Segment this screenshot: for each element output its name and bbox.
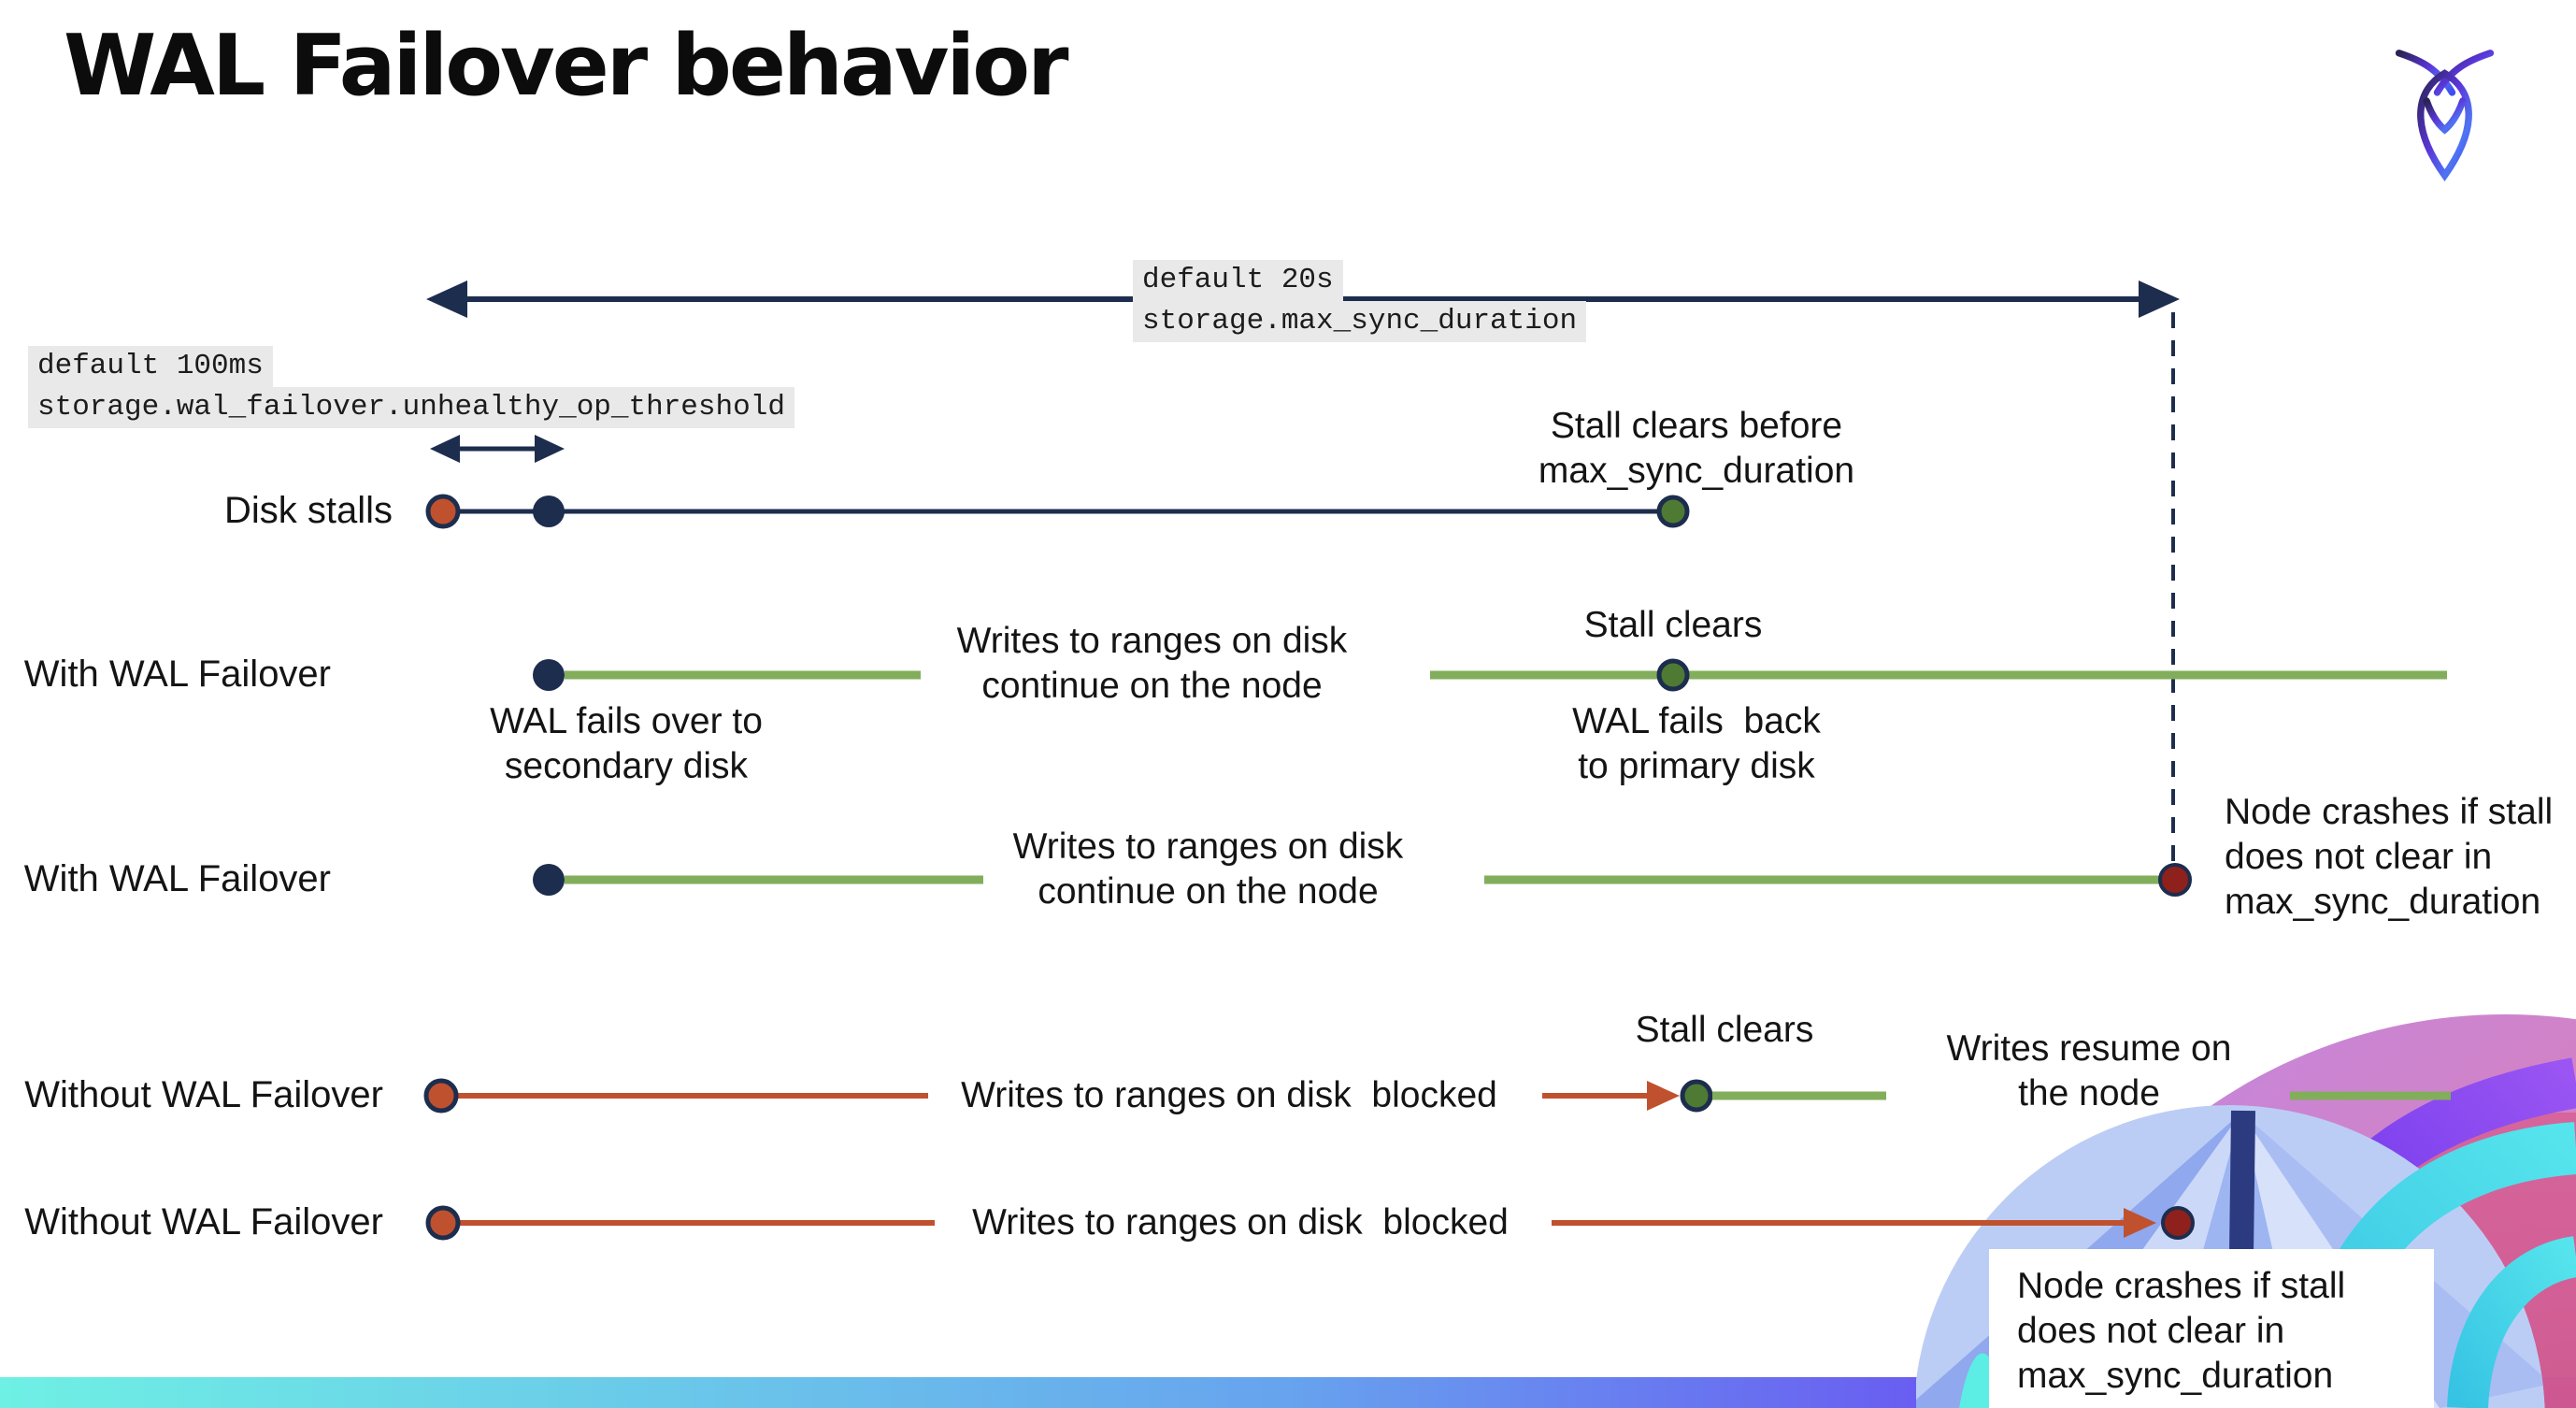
note-writes-continue-2: Writes to ranges on disk continue on the… [1012, 826, 1404, 912]
arrowhead-left-icon [426, 280, 467, 318]
stall-start-dot [425, 1205, 461, 1241]
arrowhead-right-icon [2139, 280, 2180, 318]
row-with-failover-clears [533, 658, 2447, 692]
row-label-disk-stalls: Disk stalls [223, 490, 393, 531]
arrowhead-right-icon [535, 435, 565, 463]
arrowhead-right-icon [2124, 1208, 2156, 1238]
note-writes-blocked-2: Writes to ranges on disk blocked [972, 1202, 1509, 1243]
row-disk-stalls [425, 494, 1690, 529]
row-label-with-wal-failover-2: With WAL Failover [23, 858, 331, 899]
row-label-without-wal-failover-2: Without WAL Failover [24, 1201, 383, 1243]
note-writes-continue-1: Writes to ranges on disk continue on the… [956, 621, 1348, 706]
stall-start-dot [423, 1078, 459, 1113]
stall-start-dot [425, 494, 461, 529]
note-stall-clears-1: Stall clears [1583, 605, 1763, 645]
page-title: WAL Failover behavior [64, 17, 1068, 115]
cockroachdb-logo-icon [2395, 50, 2495, 182]
row-with-failover-crash [533, 863, 2192, 897]
threshold-default-label: default 100ms [28, 346, 273, 387]
arrowhead-right-icon [1647, 1081, 1680, 1111]
row-label-without-wal-failover-1: Without WAL Failover [24, 1074, 383, 1115]
note-writes-resume: Writes resume on the node [1946, 1028, 2232, 1113]
stall-clear-dot [1656, 658, 1690, 692]
note-wal-fails-over: WAL fails over to secondary disk [490, 701, 763, 786]
note-node-crashes-2: Node crashes if stall does not clear in … [2017, 1266, 2346, 1396]
threshold-dot [533, 496, 565, 527]
note-writes-blocked-1: Writes to ranges on disk blocked [961, 1075, 1497, 1115]
stall-clear-dot [1656, 495, 1690, 528]
max-sync-default-label: default 20s [1133, 260, 1343, 301]
stall-clear-dot [1680, 1079, 1713, 1113]
threshold-span-arrow [430, 435, 565, 463]
node-crash-dot [2161, 1206, 2195, 1240]
note-node-crashes-1: Node crashes if stall does not clear in … [2225, 792, 2554, 922]
threshold-setting-name: storage.wal_failover.unhealthy_op_thresh… [28, 387, 794, 428]
failover-dot [533, 864, 565, 896]
row-label-with-wal-failover-1: With WAL Failover [23, 654, 331, 695]
crash-note-callout-box [1989, 1249, 2434, 1408]
note-stall-clears-before: Stall clears before max_sync_duration [1538, 406, 1855, 491]
note-stall-clears-2: Stall clears [1635, 1010, 1814, 1050]
node-crash-dot [2158, 863, 2192, 897]
row-without-failover-clears [423, 1078, 2451, 1113]
failover-dot [533, 659, 565, 691]
max-sync-setting-name: storage.max_sync_duration [1133, 301, 1587, 342]
logo-strokes [2395, 50, 2495, 182]
arrowhead-left-icon [430, 435, 460, 463]
note-wal-fails-back: WAL fails back to primary disk [1572, 701, 1821, 786]
row-without-failover-crash [425, 1205, 2195, 1241]
cyan-arch-small [2447, 1236, 2576, 1408]
